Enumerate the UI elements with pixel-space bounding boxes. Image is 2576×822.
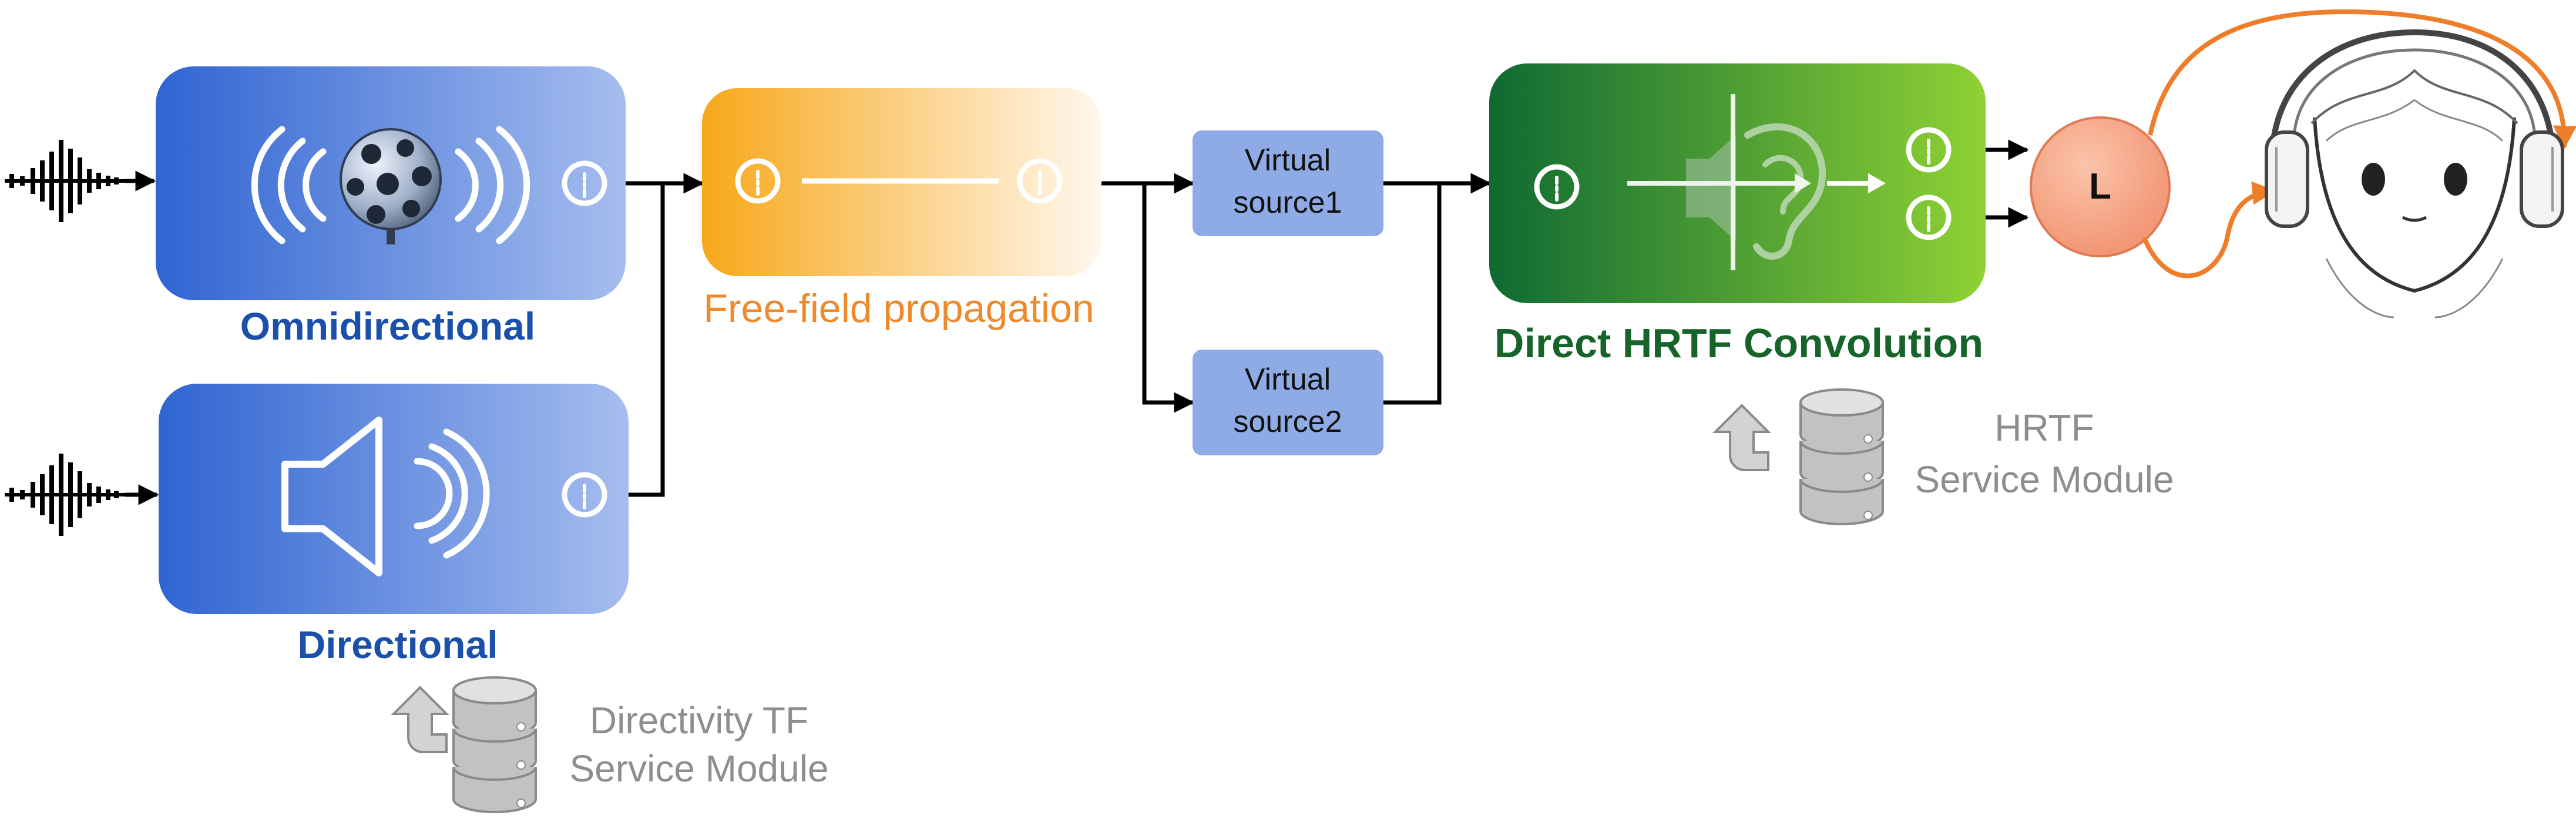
hrtf-convolution-label: Direct HRTF Convolution [1494, 320, 1983, 366]
virtual-source-2-box: Virtual source2 [1193, 350, 1383, 455]
directivity-service-line1: Directivity TF [590, 699, 808, 742]
database-icon [452, 676, 537, 813]
listener-channel-label: L [2089, 166, 2111, 207]
directivity-service-line2: Service Module [569, 747, 828, 790]
virtual-source-1-line1: Virtual [1245, 143, 1331, 177]
connector-arrows [125, 139, 2029, 505]
hrtf-service-line2: Service Module [1915, 458, 2174, 501]
headphone-routing-arrows [2142, 9, 2576, 279]
free-field-propagation-box [702, 88, 1101, 276]
listener-left-channel: L [2030, 116, 2171, 257]
hrtf-convolution-box [1489, 63, 1986, 303]
loudspeaker-icon [281, 417, 490, 576]
directivity-service-module: Directivity TF Service Module [392, 676, 829, 813]
virtual-source-2-line2: source2 [1234, 405, 1342, 439]
spherical-microphone-array-icon [251, 126, 530, 244]
virtual-source-1-box: Virtual source1 [1193, 130, 1383, 236]
omnidirectional-source-box [156, 66, 626, 300]
virtual-source-1-line2: source1 [1234, 186, 1342, 220]
free-field-propagation-label: Free-field propagation [703, 286, 1094, 331]
input-waveform-icon [5, 140, 125, 222]
hrtf-service-line1: HRTF [1994, 407, 2094, 449]
up-arrow-icon [1714, 404, 1769, 471]
directional-source-box [159, 384, 629, 614]
hrtf-service-module: HRTF Service Module [1714, 388, 2174, 525]
ear-with-crosshair-icon [1627, 94, 1826, 270]
listener-head-with-headphones-icon [2265, 29, 2564, 318]
omnidirectional-label: Omnidirectional [240, 304, 535, 348]
directional-label: Directional [297, 623, 498, 666]
virtual-source-2-line1: Virtual [1245, 363, 1331, 397]
database-icon [1799, 388, 1884, 525]
up-arrow-icon [392, 686, 448, 753]
input-waveform-icon [5, 454, 125, 536]
